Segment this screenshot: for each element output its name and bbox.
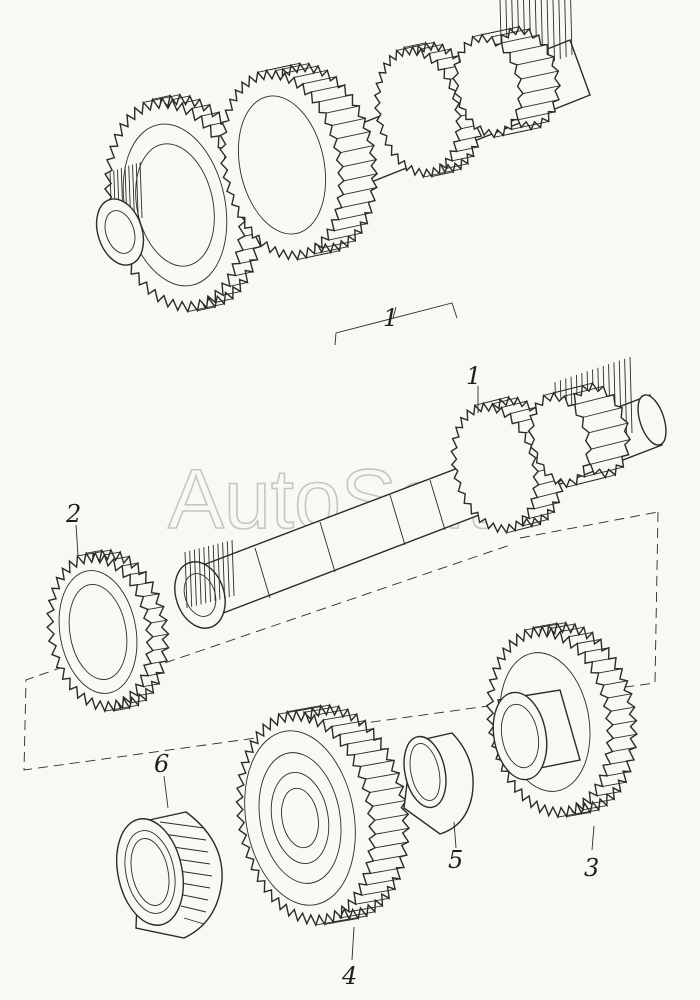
spacer-ring [403,732,474,835]
bracket-lines [23,511,659,771]
assembly-label: 1 [383,304,398,332]
callout-label-1: 1 [466,362,481,390]
assembled-shaft: 1 [95,0,591,346]
gear-large [235,703,411,927]
callout-label-3: 3 [584,854,599,882]
gear-right [485,620,638,819]
roller-bearing [116,811,223,939]
callout-label-5: 5 [448,846,463,874]
callout-label-6: 6 [154,750,169,778]
callout-label-2: 2 [65,500,81,528]
callout-labels: 1 2 3 4 5 6 [65,362,599,990]
gear-small-left [46,548,170,714]
callout-leaders [75,386,595,961]
callout-label-4: 4 [341,962,357,990]
shaft-part [174,356,667,629]
